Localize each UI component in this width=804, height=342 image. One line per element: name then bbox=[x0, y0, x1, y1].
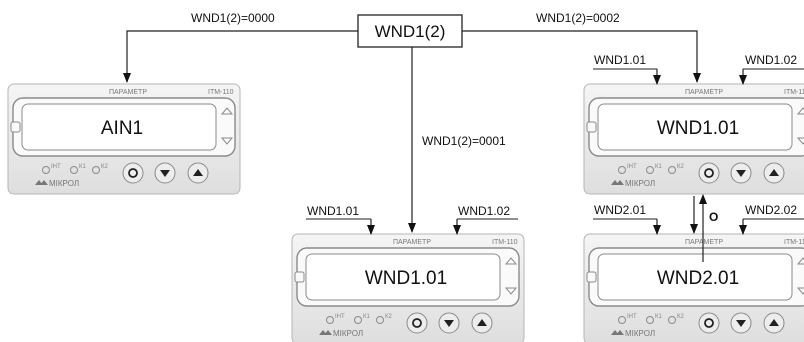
brand-logo: МІКРОЛ bbox=[333, 329, 363, 338]
param-label: ПАРАМЕТР bbox=[685, 239, 723, 246]
device-left: ПАРАМЕТР ITM-110 AIN1 ІНТ К1 К2 МІКРОЛ bbox=[7, 83, 241, 195]
display-text: WND1.01 bbox=[365, 268, 447, 289]
led-label-int: ІНТ bbox=[627, 164, 637, 170]
led-label-k2: К2 bbox=[677, 314, 684, 320]
led-label-k2: К2 bbox=[677, 164, 684, 170]
model-label: ITM-110 bbox=[492, 239, 518, 246]
led-label-k1: К1 bbox=[655, 314, 662, 320]
brand-logo: МІКРОЛ bbox=[625, 179, 655, 188]
input-label-left: WND1.01 bbox=[307, 204, 359, 218]
input-label-left: WND1.01 bbox=[594, 53, 646, 67]
device-middle: ПАРАМЕТР ITM-110 WND1.01 ІНТ К1 К2 МІКРО… bbox=[291, 233, 525, 342]
input-label-right: WND1.02 bbox=[458, 204, 510, 218]
led-label-k2: К2 bbox=[385, 314, 392, 320]
branch-label-middle: WND1(2)=0001 bbox=[422, 134, 506, 148]
display-text: WND1.01 bbox=[657, 118, 739, 139]
brand-logo: МІКРОЛ bbox=[49, 179, 79, 188]
right-bottom-inputs: WND2.01 WND2.02 bbox=[593, 203, 804, 235]
led-label-k1: К1 bbox=[655, 164, 662, 170]
display-text: WND2.01 bbox=[657, 268, 739, 289]
input-label-right: WND2.02 bbox=[745, 203, 797, 217]
param-label: ПАРАМЕТР bbox=[393, 239, 431, 246]
middle-inputs: WND1.01 WND1.02 bbox=[306, 204, 518, 235]
param-label: ПАРАМЕТР bbox=[685, 89, 723, 96]
root-label: WND1(2) bbox=[375, 22, 446, 41]
input-label-left: WND2.01 bbox=[594, 203, 646, 217]
display-text: AIN1 bbox=[101, 118, 143, 139]
root-connectors bbox=[123, 30, 701, 233]
branch-label-left: WND1(2)=0000 bbox=[191, 11, 275, 25]
brand-logo: МІКРОЛ bbox=[625, 329, 655, 338]
right-top-inputs: WND1.01 WND1.02 bbox=[593, 53, 804, 85]
toggle-connector: О bbox=[690, 194, 718, 262]
root-node: WND1(2) bbox=[357, 14, 463, 48]
model-label: ITM-110 bbox=[208, 89, 234, 96]
device-right-top: ПАРАМЕТР ITM-110 WND1.01 ІНТ К1 К2 МІКРО… bbox=[583, 83, 804, 195]
led-label-int: ІНТ bbox=[627, 314, 637, 320]
input-label-right: WND1.02 bbox=[745, 53, 797, 67]
param-label: ПАРАМЕТР bbox=[109, 89, 147, 96]
device-right-bottom: ПАРАМЕТР ITM-110 WND2.01 ІНТ К1 К2 МІКРО… bbox=[583, 233, 804, 342]
led-label-k1: К1 bbox=[79, 164, 86, 170]
model-label: ITM-110 bbox=[784, 89, 804, 96]
led-label-int: ІНТ bbox=[51, 164, 61, 170]
led-label-k2: К2 bbox=[101, 164, 108, 170]
model-label: ITM-110 bbox=[784, 239, 804, 246]
toggle-symbol: О bbox=[709, 210, 718, 224]
led-label-k1: К1 bbox=[363, 314, 370, 320]
branch-label-right: WND1(2)=0002 bbox=[536, 11, 620, 25]
led-label-int: ІНТ bbox=[335, 314, 345, 320]
